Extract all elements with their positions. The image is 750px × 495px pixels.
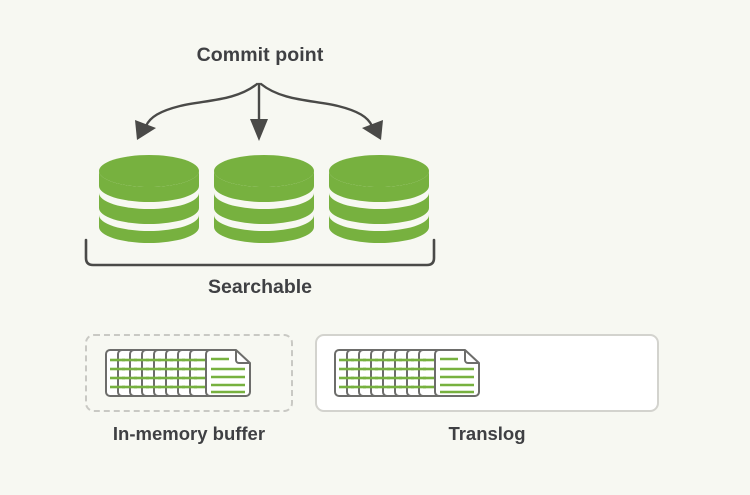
arrow-to-shard-1-head [135, 120, 156, 140]
commit-point-title: Commit point [196, 44, 324, 66]
shard-cylinder-3 [329, 155, 429, 243]
translog-label: Translog [448, 423, 526, 444]
searchable-bracket [84, 238, 436, 267]
front-page-body [205, 349, 251, 397]
front-page-body [434, 349, 480, 397]
arrow-to-shard-2-head [250, 119, 268, 141]
front-page-fold [235, 350, 250, 364]
arrow-to-shard-1-path [144, 82, 259, 128]
shard-cylinder-2 [214, 155, 314, 243]
front-page-fold [464, 350, 479, 364]
searchable-label: Searchable [207, 276, 313, 298]
in-memory-buffer-container [85, 334, 293, 412]
in-memory-buffer-label: In-memory buffer [112, 423, 266, 444]
arrow-to-shard-3-path [259, 82, 374, 128]
in-memory-buffer-document-stack [105, 349, 251, 397]
translog-document-stack [334, 349, 480, 397]
shard-cylinder-1 [99, 155, 199, 243]
arrow-to-shard-3-head [362, 120, 383, 140]
